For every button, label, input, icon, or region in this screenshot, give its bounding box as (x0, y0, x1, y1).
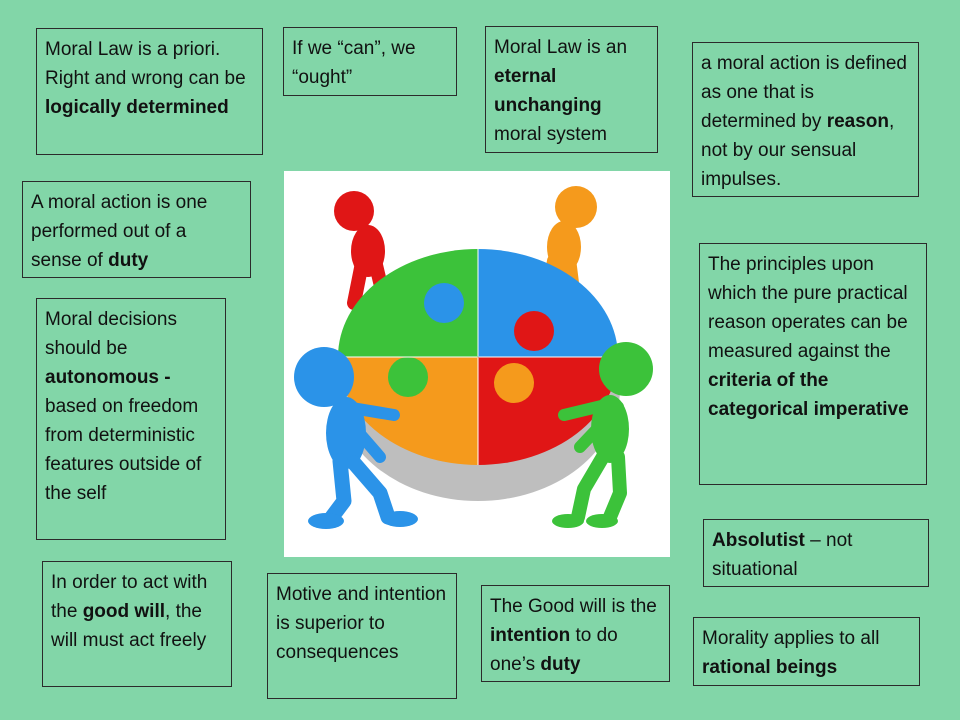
puzzle-team-icon (294, 186, 653, 529)
note-autonomous: Moral decisions should be autonomous - b… (36, 298, 226, 540)
note-text: good will (82, 601, 166, 622)
note-rational: Morality applies to all rational beings (693, 617, 920, 686)
note-text: Morality applies to all (702, 628, 880, 649)
note-text: – not situational (712, 530, 853, 580)
note-can-ought: If we “can”, we “ought” (283, 27, 457, 96)
note-text: autonomous - (45, 367, 171, 388)
note-text: A moral action is one performed out of a… (31, 192, 208, 271)
blue-figure (294, 347, 418, 529)
note-text: Motive and intention is superior to cons… (276, 584, 447, 663)
note-principles: The principles upon which the pure pract… (699, 243, 927, 485)
note-text: reason (826, 111, 889, 132)
note-text: moral system (494, 124, 607, 145)
note-a-priori: Moral Law is a priori. Right and wrong c… (36, 28, 263, 155)
puzzle-disc (336, 249, 620, 501)
note-eternal: Moral Law is an eternal unchanging moral… (485, 26, 658, 153)
note-text: If we “can”, we “ought” (292, 38, 416, 88)
note-good-will-free: In order to act with the good will, the … (42, 561, 232, 687)
note-text: The Good will is the (490, 596, 657, 617)
note-reason: a moral action is defined as one that is… (692, 42, 919, 197)
note-text: based on freedom from deterministic feat… (45, 396, 202, 504)
note-text: intention (490, 625, 571, 646)
note-motive: Motive and intention is superior to cons… (267, 573, 457, 699)
note-text: eternal unchanging (494, 66, 602, 116)
note-text: rational beings (702, 657, 838, 678)
note-text: Moral Law is a priori. Right and wrong c… (45, 39, 246, 89)
note-text: Absolutist (712, 530, 805, 551)
note-text: , not by our sensual impulses. (701, 111, 895, 190)
note-text: a moral action is defined as one that is… (701, 53, 907, 132)
note-text: The principles upon which the pure pract… (708, 254, 908, 362)
note-text: Moral Law is an (494, 37, 628, 58)
note-text: , the will must act freely (51, 601, 207, 651)
note-duty: A moral action is one performed out of a… (22, 181, 251, 278)
note-text: duty (540, 654, 581, 675)
note-text: Moral decisions should be (45, 309, 177, 359)
note-text: criteria of the categorical imperative (708, 370, 909, 420)
note-text: duty (108, 250, 149, 271)
note-good-will-intention: The Good will is the intention to do one… (481, 585, 670, 682)
note-absolutist: Absolutist – not situational (703, 519, 929, 587)
note-text: In order to act with the (51, 572, 208, 622)
green-figure (552, 342, 653, 528)
note-text: to do one’s (490, 625, 618, 675)
note-text: logically determined (45, 97, 229, 118)
puzzle-team-image (284, 171, 670, 557)
